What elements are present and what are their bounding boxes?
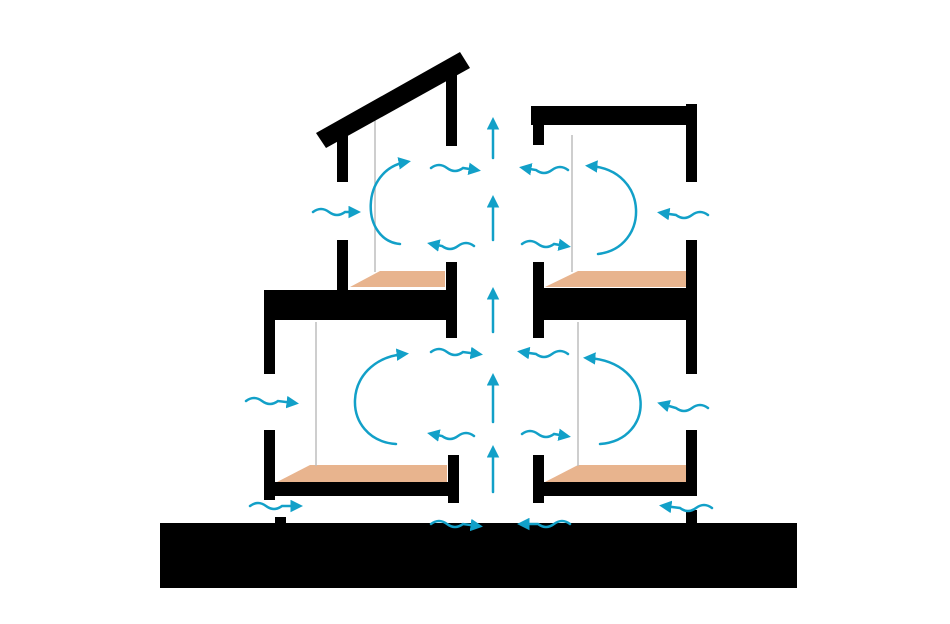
pier-2 <box>448 535 459 545</box>
wall-lower-left-inner <box>448 455 459 503</box>
wall-lower-left-top <box>264 310 275 374</box>
wall-lower-right-bottom <box>686 430 697 492</box>
slab-mid-left <box>264 290 457 320</box>
wall-lower-right-top <box>686 310 697 374</box>
wave-arrow-icon <box>657 400 710 413</box>
ground-slab <box>160 523 797 588</box>
wave-arrow-icon <box>520 428 571 441</box>
wave-arrow-icon <box>429 346 483 360</box>
wall-lower-left-bottom <box>264 430 275 500</box>
partition-lines <box>315 120 579 466</box>
floor-board-upper-left <box>350 271 445 287</box>
slab-mid-right <box>533 288 697 320</box>
wave-arrow-icon <box>519 163 570 176</box>
curved-arrow-icon <box>585 160 638 256</box>
floor-boards <box>277 271 686 482</box>
wall-upper-right-inner-top <box>533 108 544 145</box>
wave-arrow-icon <box>429 162 481 176</box>
floor-board-upper-right <box>545 271 686 287</box>
floor-board-lower-right <box>545 465 686 482</box>
wall-upper-left-top <box>337 127 348 182</box>
wave-arrow-icon <box>427 239 476 252</box>
wave-arrow-icon <box>248 499 303 513</box>
slab-lower-right <box>533 482 697 496</box>
wall-lower-right-inner <box>533 455 544 503</box>
pier-4 <box>686 510 697 527</box>
floor-board-lower-left <box>277 465 447 482</box>
curved-arrow-icon <box>353 348 409 446</box>
flat-roof <box>531 106 697 125</box>
wave-arrow-icon <box>657 207 710 221</box>
wall-upper-right-top <box>686 104 697 182</box>
wave-arrow-icon <box>517 517 572 531</box>
sloped-roof <box>316 52 470 148</box>
wave-arrow-icon <box>311 205 361 219</box>
wave-arrow-icon <box>659 500 714 514</box>
curved-arrow-icon <box>369 157 411 246</box>
wall-upper-left-inner-top <box>446 71 457 146</box>
building-structure <box>264 52 697 545</box>
wave-arrow-icon <box>429 518 483 532</box>
wave-arrow-icon <box>427 429 476 442</box>
pier-1 <box>275 517 286 527</box>
airflow-arrows <box>244 117 714 532</box>
wave-arrow-icon <box>244 395 299 409</box>
wall-upper-left-bottom <box>337 240 348 292</box>
pier-3 <box>533 535 544 545</box>
wave-arrow-icon <box>520 238 571 251</box>
slab-lower-left <box>275 482 459 496</box>
curved-arrow-icon <box>583 352 642 446</box>
wave-arrow-icon <box>517 346 570 360</box>
